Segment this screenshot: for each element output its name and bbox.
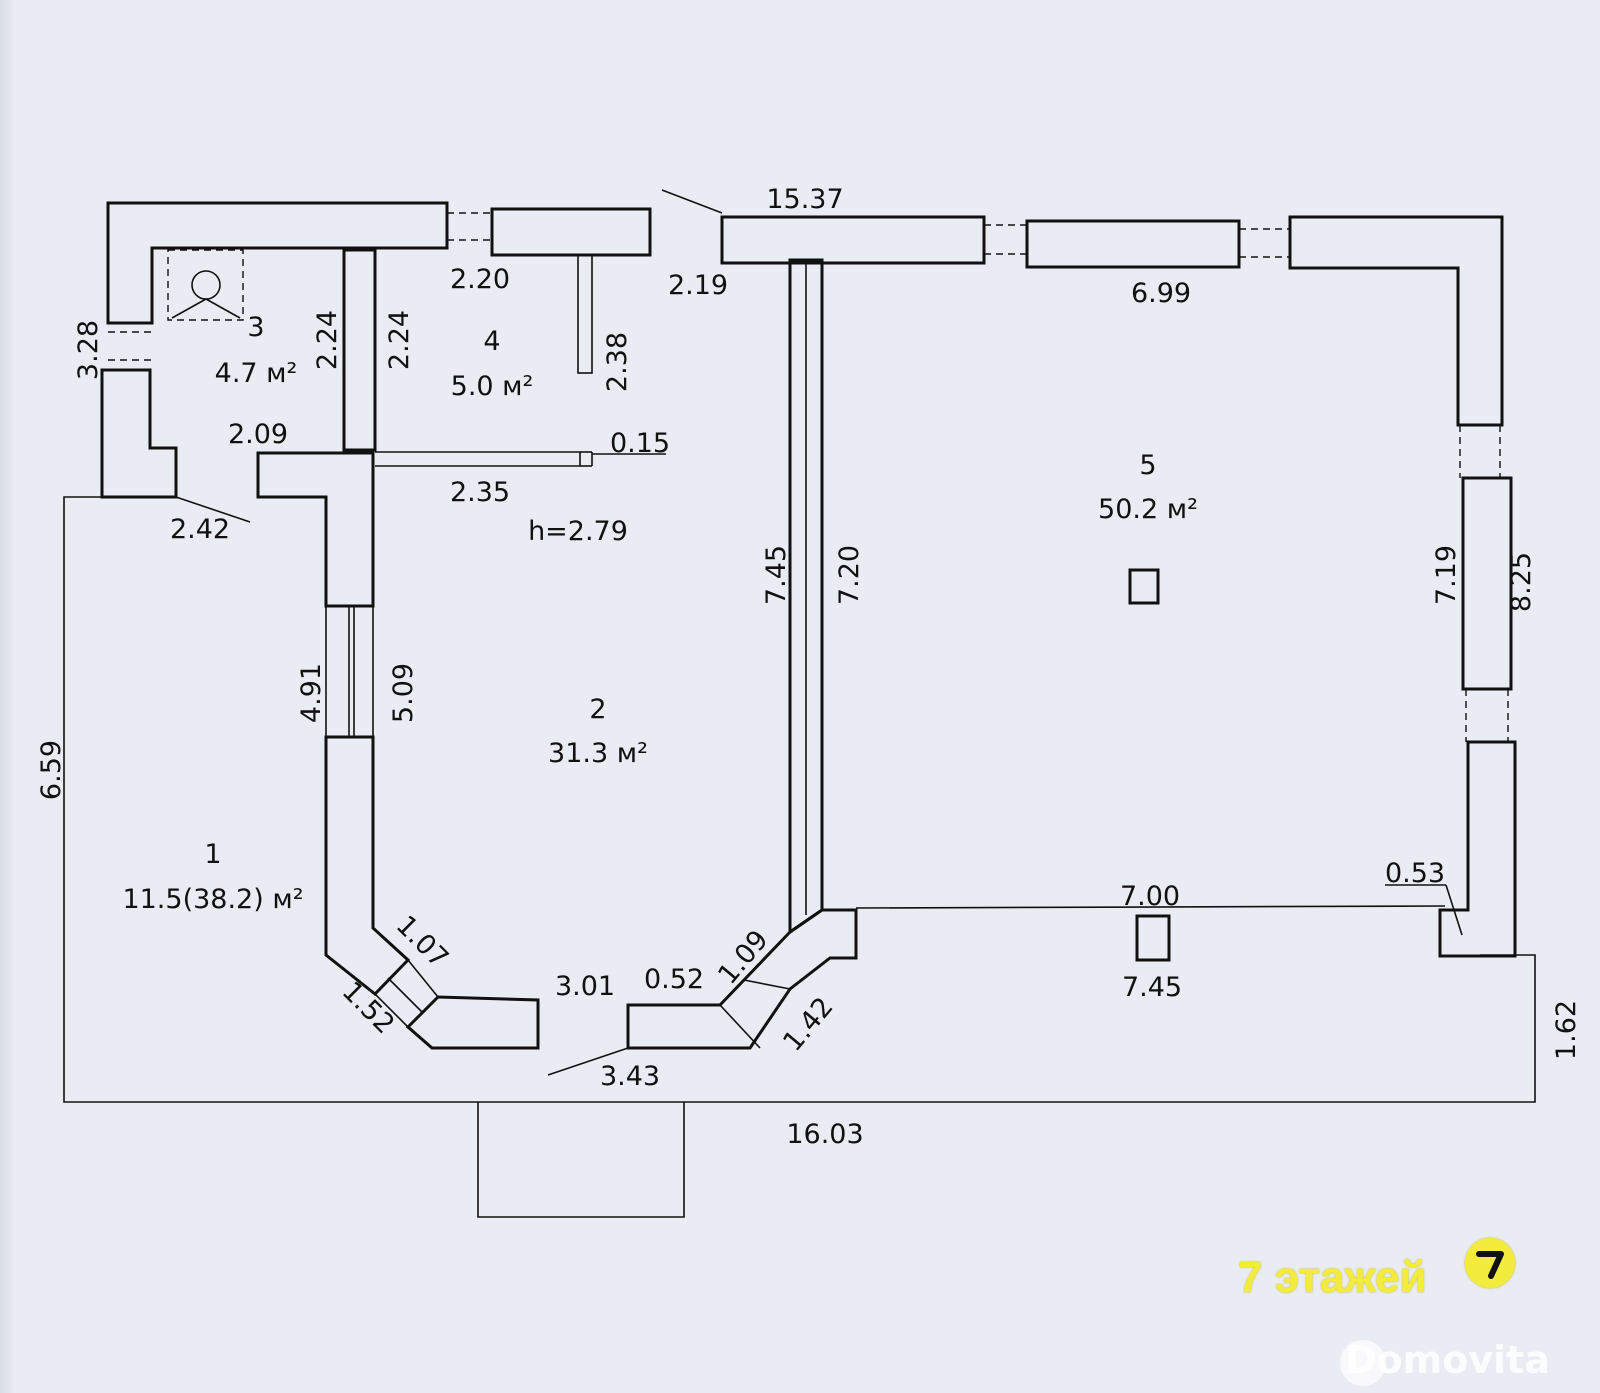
- dim-6-99: 6.99: [1131, 278, 1191, 309]
- dim-2-19: 2.19: [668, 270, 728, 301]
- wall-thin-room5: [855, 905, 1446, 909]
- wall-top-segment: [490, 207, 652, 257]
- room-3-number: 3: [247, 312, 264, 343]
- room-4-number: 4: [483, 326, 500, 357]
- wall-partition-3-4: [342, 248, 377, 452]
- column-bottom: [1135, 914, 1171, 962]
- dim-6-59: 6.59: [36, 740, 67, 800]
- dim-4-91: 4.91: [296, 663, 327, 723]
- column-room5: [1128, 568, 1160, 605]
- dim-7-19: 7.19: [1431, 545, 1462, 605]
- wall-bottom-left-angled: [405, 995, 540, 1050]
- dim-7-45-left: 7.45: [761, 545, 792, 605]
- room-2-number: 2: [589, 694, 606, 725]
- wall-bottom-right-corner: [1438, 740, 1517, 958]
- dim-5-09: 5.09: [388, 663, 419, 723]
- dim-15-37: 15.37: [766, 184, 843, 215]
- badge-arrow-icon: [1465, 1238, 1515, 1288]
- room-4-area: 5.0 м²: [451, 371, 534, 402]
- room-3-area: 4.7 м²: [215, 358, 298, 389]
- porch-outline: [477, 1102, 685, 1218]
- room-1-area: 11.5(38.2) м²: [122, 884, 303, 915]
- wall-right-mid: [1461, 476, 1513, 691]
- opening-door-bottom-right: [743, 979, 791, 990]
- leader-15-37: [661, 189, 723, 214]
- wall-top-left: [106, 201, 449, 325]
- dim-1-42: 1.42: [777, 992, 839, 1058]
- leader-3-43: [547, 1047, 629, 1076]
- dim-3-28: 3.28: [73, 320, 104, 380]
- dim-2-42: 2.42: [170, 514, 230, 545]
- dim-2-20: 2.20: [450, 264, 510, 295]
- dim-0-52: 0.52: [644, 964, 704, 995]
- dim-2-35: 2.35: [450, 477, 510, 508]
- toilet-area: [167, 249, 244, 321]
- dim-2-38: 2.38: [602, 332, 633, 392]
- domovita-logo-icon: [1340, 1340, 1386, 1386]
- leader-2-42: [175, 496, 251, 523]
- ceiling-height: h=2.79: [528, 516, 628, 547]
- toilet-icon: [191, 270, 221, 300]
- room-5-number: 5: [1139, 450, 1156, 481]
- dim-7-00: 7.00: [1120, 881, 1180, 912]
- brand-badge-text: 7 этажей: [1238, 1253, 1427, 1302]
- dim-7-20: 7.20: [834, 545, 865, 605]
- dim-1-52: 1.52: [336, 976, 400, 1040]
- room-2-area: 31.3 м²: [548, 738, 648, 769]
- dim-3-43: 3.43: [600, 1061, 660, 1092]
- dim-0-15: 0.15: [610, 428, 670, 459]
- room-5-area: 50.2 м²: [1098, 494, 1198, 525]
- dim-0-53: 0.53: [1385, 858, 1445, 889]
- dim-1-62: 1.62: [1551, 1000, 1582, 1060]
- dim-8-25: 8.25: [1506, 552, 1537, 612]
- wall-top-right-corner: [1288, 215, 1504, 427]
- wall-top-room5-a: [720, 215, 986, 265]
- partition-stub: [577, 254, 593, 374]
- dim-3-01: 3.01: [555, 971, 615, 1002]
- dim-2-24-a: 2.24: [312, 310, 343, 370]
- room-1-number: 1: [204, 839, 221, 870]
- dim-2-24-b: 2.24: [384, 310, 415, 370]
- watermark-text: Domovita: [1345, 1338, 1550, 1382]
- wall-left-lower: [100, 368, 178, 499]
- dim-7-45-bottom: 7.45: [1122, 972, 1182, 1003]
- dim-2-09: 2.09: [228, 419, 288, 450]
- dim-1-07: 1.07: [390, 910, 454, 974]
- dim-16-03: 16.03: [786, 1119, 863, 1150]
- wall-left-room2: [324, 735, 411, 997]
- wall-thin-room4: [375, 451, 581, 467]
- wall-bottom-right-angled: [626, 908, 858, 1050]
- opening-door-bottom-left: [387, 977, 423, 1013]
- wall-corner-mid: [256, 451, 375, 608]
- wall-top-room5-b: [1025, 219, 1241, 269]
- paper-edge: [0, 0, 14, 1393]
- outline-overall: [63, 496, 1536, 1103]
